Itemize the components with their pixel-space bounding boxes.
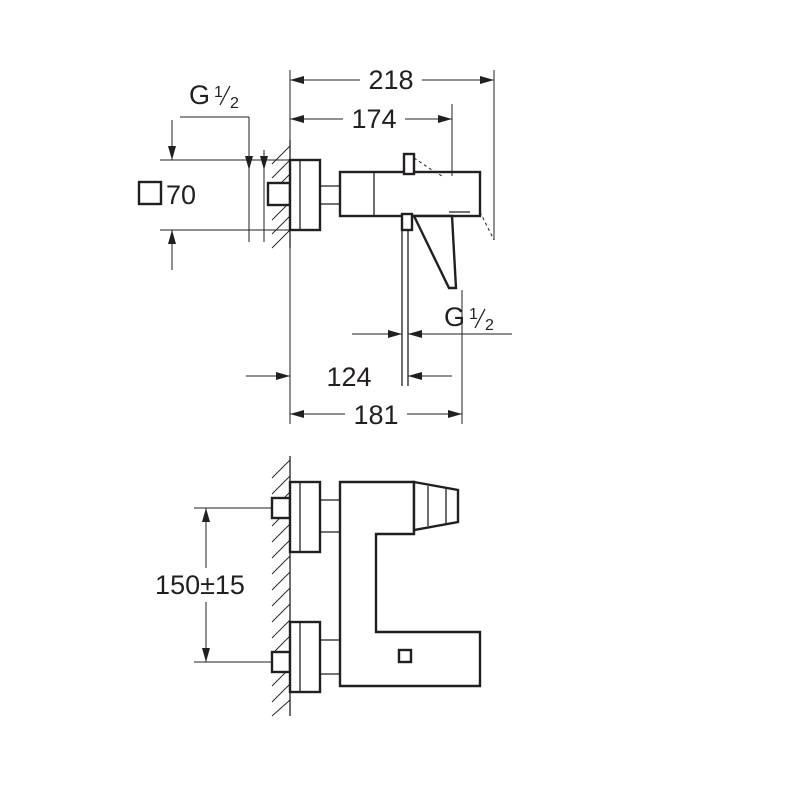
- thread-inlet-callout: G 1 2: [180, 80, 268, 242]
- dim-wall-to-spout: 124: [246, 362, 452, 392]
- dim-150-label: 150±15: [155, 570, 245, 600]
- thread-inlet-prefix: G: [189, 80, 210, 110]
- dim-inlet-centres: 150±15: [150, 507, 272, 663]
- inlet-connector-side: [266, 158, 340, 232]
- dim-lever-depth: 174: [290, 103, 452, 134]
- thread-outlet-prefix: G: [444, 302, 465, 332]
- thread-outlet-numerator: 1: [469, 306, 478, 323]
- square-section-icon: [137, 180, 163, 206]
- dim-174-label: 174: [351, 104, 396, 134]
- front-view: 150±15: [150, 456, 482, 717]
- dim-70-label: 70: [166, 180, 196, 210]
- lower-inlet-connector: [270, 620, 340, 694]
- dim-181-label: 181: [353, 400, 398, 430]
- dim-overall-depth: 218: [290, 64, 494, 95]
- thread-inlet-denominator: 2: [230, 95, 239, 112]
- dim-218-label: 218: [368, 65, 413, 95]
- side-view: 218 174 G 1 2: [137, 64, 512, 430]
- upper-inlet-connector: [270, 480, 340, 554]
- mixer-body-side: [338, 152, 495, 290]
- thread-outlet-denominator: 2: [485, 317, 494, 334]
- thread-inlet-numerator: 1: [214, 84, 223, 101]
- dim-spout-depth: 181: [290, 398, 462, 430]
- mixer-body-front: [338, 480, 482, 688]
- wall-hatching-front: [271, 456, 291, 717]
- dim-124-label: 124: [326, 362, 371, 392]
- dim-rosette-square: 70: [137, 120, 290, 270]
- diverter-knob: [397, 648, 413, 664]
- thread-outlet-callout: G 1 2: [352, 302, 512, 338]
